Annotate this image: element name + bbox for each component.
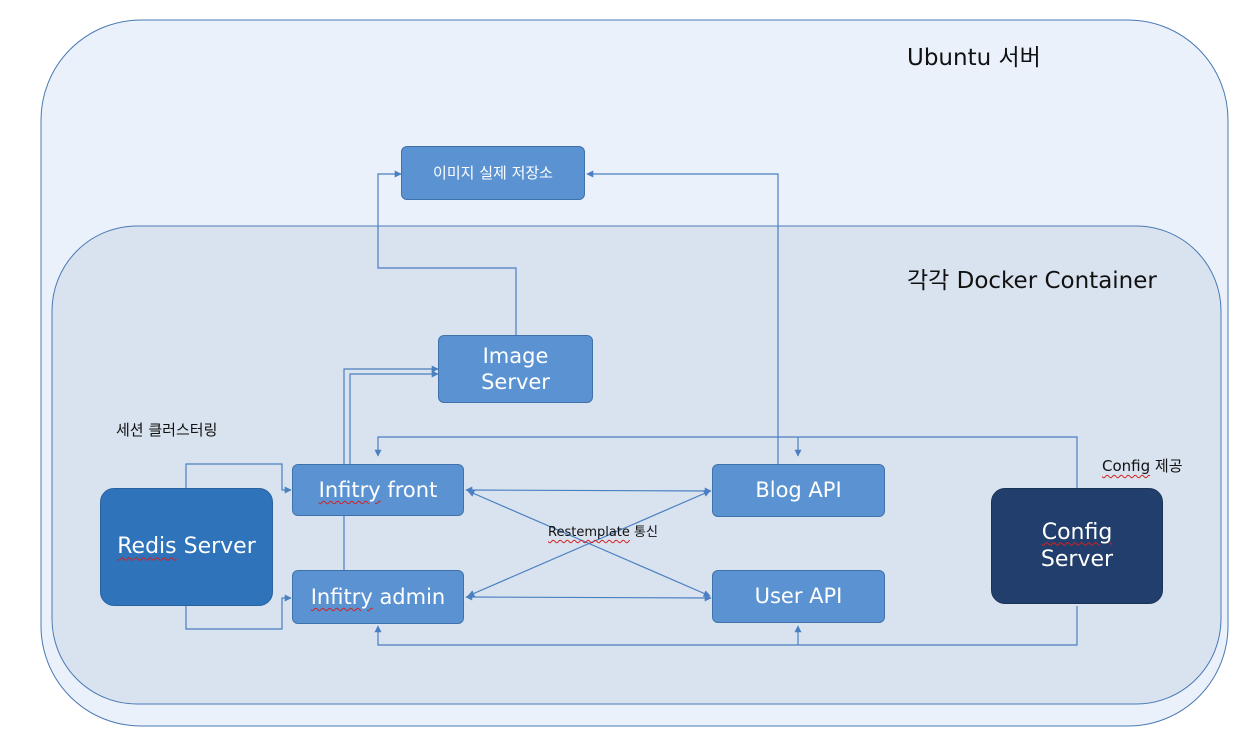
config-provide-suffix: 제공 [1150, 457, 1183, 475]
session-clustering-label: 세션 클러스터링 [116, 419, 217, 440]
session-clustering-text: 세션 클러스터링 [116, 421, 218, 439]
blog-api-text: Blog API [755, 478, 842, 503]
image-storage-node: 이미지 실제 저장소 [401, 146, 585, 200]
docker-container-zone [51, 225, 1222, 705]
redis-word: Redis [117, 534, 177, 560]
docker-container-label: 각각 Docker Container [907, 268, 1157, 294]
infitry-admin-suffix: admin [372, 584, 446, 609]
user-api-text: User API [754, 584, 843, 609]
config-server-node: Config Server [991, 488, 1163, 604]
blog-api-node: Blog API [712, 464, 885, 517]
connector-admin-blog-api [467, 490, 711, 597]
redis-server-text: Redis Server [117, 533, 256, 561]
resttemplate-word: Restemplate [548, 525, 630, 540]
image-server-line-1: Image [482, 343, 549, 368]
infitry-admin-word: Infitry [310, 584, 373, 609]
connector-config-to-top-services [374, 436, 1078, 488]
user-api-node: User API [712, 570, 885, 623]
ubuntu-server-label: Ubuntu 서버 [907, 45, 1041, 71]
infitry-front-suffix: front [380, 477, 438, 502]
image-server-node: Image Server [438, 335, 593, 403]
infitry-front-word: Infitry [318, 477, 381, 502]
redis-suffix: Server [176, 534, 256, 560]
config-server-line-2: Server [1040, 547, 1114, 572]
config-provide-word: Config [1102, 457, 1151, 475]
redis-server-node: Redis Server [100, 488, 273, 606]
resttemplate-label: Restemplate 통신 [548, 521, 658, 540]
connector-redis-to-front [185, 463, 292, 494]
connector-config-to-bottom-services [374, 606, 1078, 646]
infitry-front-node: Infitry front [292, 464, 464, 516]
image-storage-text: 이미지 실제 저장소 [433, 163, 553, 182]
connector-admin-user-api [465, 593, 712, 602]
resttemplate-suffix: 통신 [629, 525, 658, 540]
connector-redis-to-admin [185, 594, 292, 630]
image-server-line-2: Server [481, 370, 550, 394]
connector-blog-api-to-storage [586, 170, 779, 464]
infitry-admin-node: Infitry admin [292, 570, 464, 624]
config-server-line-1: Config [1041, 519, 1113, 545]
config-provide-label: Config 제공 [1102, 455, 1183, 476]
connector-image-server-to-storage [377, 170, 517, 335]
infitry-admin-text: Infitry admin [311, 584, 446, 610]
infitry-front-text: Infitry front [319, 477, 438, 503]
connector-front-to-image-server [349, 370, 439, 464]
